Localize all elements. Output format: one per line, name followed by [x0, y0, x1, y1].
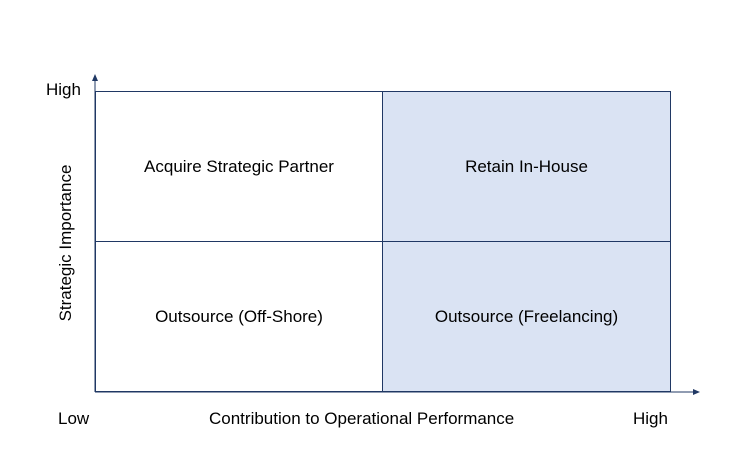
quadrant-top-left-label: Acquire Strategic Partner: [144, 156, 334, 176]
quadrant-bottom-right: Outsource (Freelancing): [382, 241, 671, 392]
y-axis-arrowhead: [92, 74, 98, 81]
quadrant-bottom-left: Outsource (Off-Shore): [95, 241, 383, 392]
x-axis-low-label: Low: [58, 409, 90, 428]
matrix-grid: Acquire Strategic Partner Retain In-Hous…: [95, 91, 671, 392]
x-axis-title: Contribution to Operational Performance: [209, 409, 515, 428]
quadrant-bottom-left-label: Outsource (Off-Shore): [155, 306, 323, 326]
quadrant-bottom-right-label: Outsource (Freelancing): [434, 306, 619, 326]
quadrant-top-right-label: Retain In-House: [465, 156, 588, 176]
x-axis-high-label: High: [633, 409, 668, 428]
y-axis-title: Strategic Importance: [56, 164, 75, 322]
x-axis-arrowhead: [693, 389, 700, 395]
y-axis-high-label: High: [46, 80, 81, 99]
quadrant-top-right: Retain In-House: [382, 91, 671, 242]
quadrant-top-left: Acquire Strategic Partner: [95, 91, 383, 242]
